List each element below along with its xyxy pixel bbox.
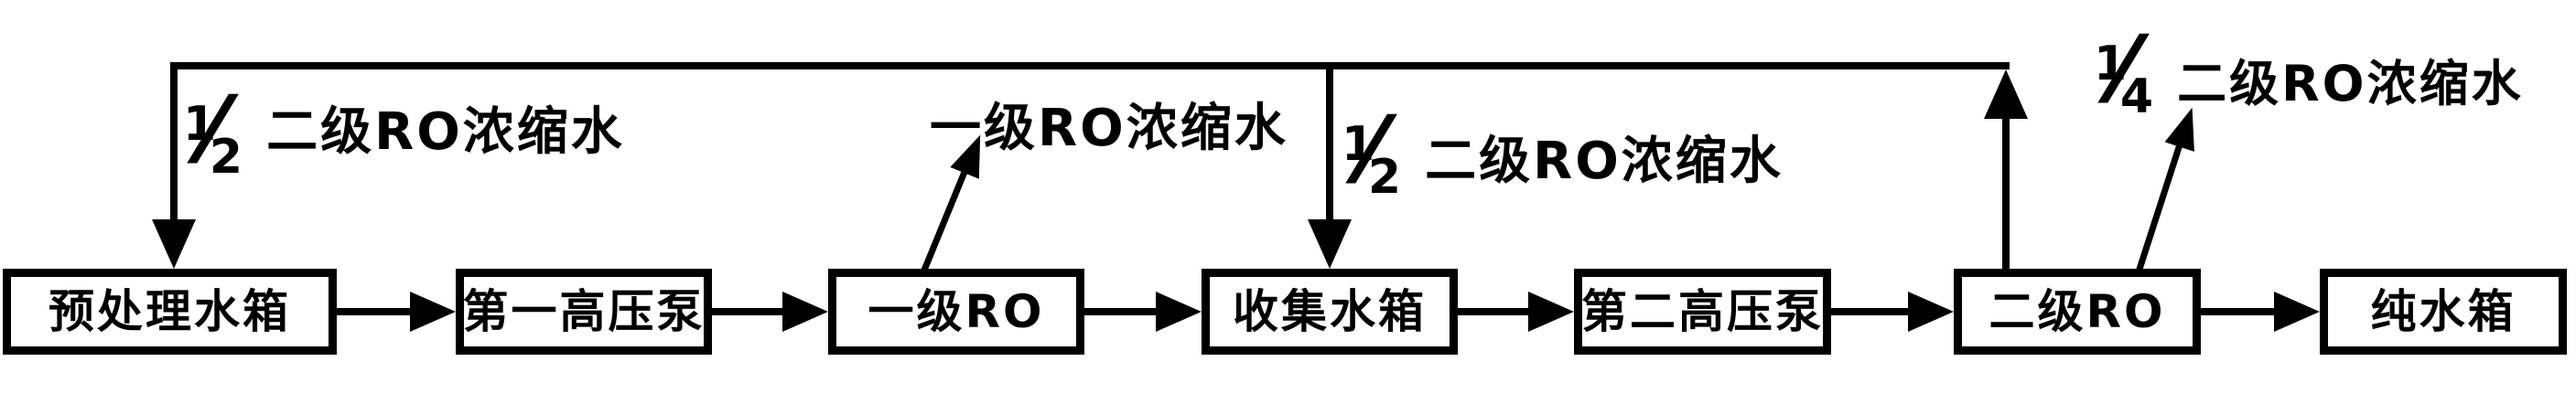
box-second-high-pressure-pump: 第二高压泵 xyxy=(1574,269,1831,355)
box-pretreatment-tank: 预处理水箱 xyxy=(3,269,337,355)
box-pure-water-tank: 纯水箱 xyxy=(2320,269,2567,355)
label-quarter-discharge-text: 二级RO浓缩水 xyxy=(2177,55,2524,112)
box-collection-tank-label: 收集水箱 xyxy=(1233,285,1427,338)
fraction-one-half: 1 ⁄ 2 xyxy=(183,77,243,184)
recycle-drop-mid-line xyxy=(1326,62,1333,223)
recycle-riser-line xyxy=(2002,115,2010,269)
label-primary-concentrate-text: 一级RO浓缩水 xyxy=(930,99,1288,158)
box-first-stage-ro: 一级RO xyxy=(828,269,1084,355)
arrow-5-line xyxy=(1831,308,1910,315)
arrowhead-5-icon xyxy=(1908,292,1954,332)
label-primary-concentrate: 一级RO浓缩水 xyxy=(930,99,1288,158)
recycle-line-top xyxy=(170,62,2010,69)
arrow-3-line xyxy=(1084,308,1158,315)
arrow-4-line xyxy=(1458,308,1530,315)
arrowhead-down-left-icon xyxy=(152,219,196,269)
label-recycle-mid-text: 二级RO浓缩水 xyxy=(1425,132,1784,191)
box-second-high-pressure-pump-label: 第二高压泵 xyxy=(1581,285,1824,338)
box-second-stage-ro-label: 二级RO xyxy=(1989,285,2166,338)
fraction-numerator: 1 xyxy=(1342,117,1375,172)
label-recycle-mid: 1 ⁄ 2 二级RO浓缩水 xyxy=(1342,97,1784,204)
arrow-primary-concentrate xyxy=(921,129,995,271)
label-recycle-left: 1 ⁄ 2 二级RO浓缩水 xyxy=(183,77,625,184)
fraction-denominator: 4 xyxy=(2119,69,2154,124)
box-first-high-pressure-pump: 第一高压泵 xyxy=(456,269,712,355)
label-recycle-left-text: 二级RO浓缩水 xyxy=(266,102,625,162)
arrowhead-2-icon xyxy=(782,292,828,332)
arrowhead-down-mid-icon xyxy=(1308,219,1352,269)
arrow-2-line xyxy=(712,308,784,315)
fraction-one-quarter: 1 ⁄ 4 xyxy=(2094,16,2153,123)
fraction-slash: ⁄ xyxy=(1363,97,1379,204)
box-first-stage-ro-label: 一级RO xyxy=(868,285,1045,338)
arrowhead-4-icon xyxy=(1528,292,1574,332)
box-collection-tank: 收集水箱 xyxy=(1202,269,1458,355)
fraction-slash: ⁄ xyxy=(205,77,221,184)
arrowhead-6-icon xyxy=(2274,292,2320,332)
arrowhead-1-icon xyxy=(410,292,456,332)
box-second-stage-ro: 二级RO xyxy=(1954,269,2201,355)
fraction-slash: ⁄ xyxy=(2116,16,2131,123)
fraction-denominator: 2 xyxy=(1367,150,1402,205)
fraction-denominator: 2 xyxy=(209,130,243,185)
arrow-6-line xyxy=(2201,308,2276,315)
box-first-high-pressure-pump-label: 第一高压泵 xyxy=(462,285,706,338)
arrow-1-line xyxy=(337,308,412,315)
recycle-drop-left-line xyxy=(170,62,178,223)
fraction-numerator: 1 xyxy=(183,97,217,152)
fraction-numerator: 1 xyxy=(2094,37,2128,91)
arrowhead-3-icon xyxy=(1156,292,1202,332)
arrow-quarter-discharge xyxy=(2135,102,2207,273)
label-quarter-discharge: 1 ⁄ 4 二级RO浓缩水 xyxy=(2094,16,2524,123)
arrowhead-up-riser-icon xyxy=(1984,69,2028,119)
box-pretreatment-tank-label: 预处理水箱 xyxy=(49,285,291,338)
box-pure-water-tank-label: 纯水箱 xyxy=(2370,285,2517,338)
fraction-one-half: 1 ⁄ 2 xyxy=(1342,97,1401,204)
